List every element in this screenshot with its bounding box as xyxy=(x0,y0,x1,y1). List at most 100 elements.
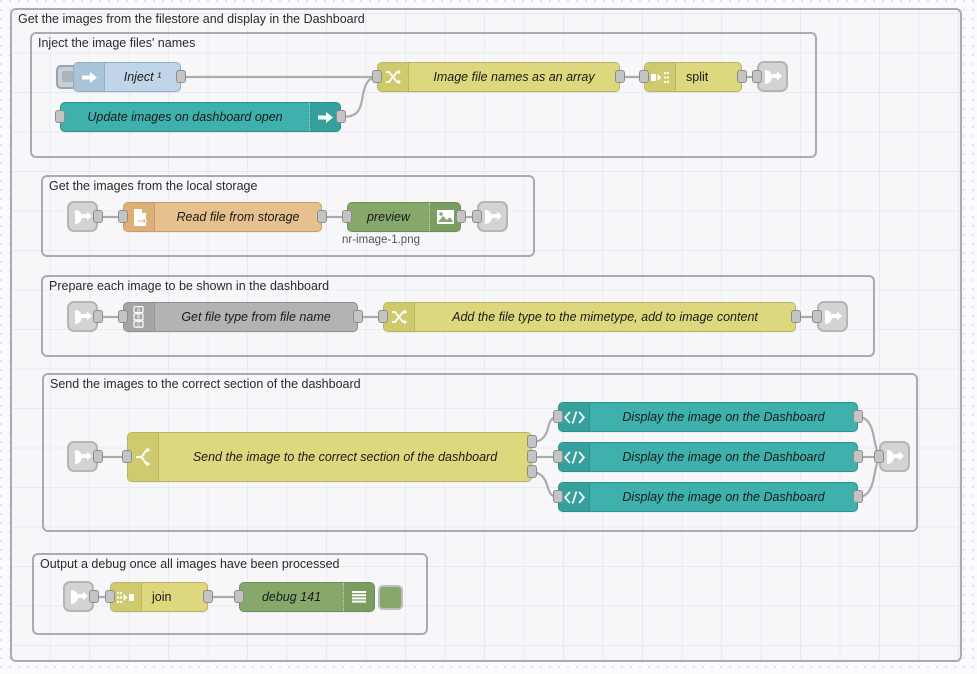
abc-icon: A B C xyxy=(124,303,155,331)
group-inject[interactable]: Inject the image files' names xyxy=(30,32,817,158)
input-port[interactable] xyxy=(122,450,132,463)
node-display-image-3[interactable]: Display the image on the Dashboard xyxy=(558,482,858,512)
split-icon xyxy=(645,63,676,91)
output-port[interactable] xyxy=(456,210,466,223)
output-port[interactable] xyxy=(853,410,863,423)
node-link-in-2[interactable] xyxy=(67,301,98,332)
link-out-icon xyxy=(886,449,904,464)
input-port[interactable] xyxy=(812,310,822,323)
output-port[interactable] xyxy=(791,310,801,323)
code-icon xyxy=(559,403,590,431)
output-port[interactable] xyxy=(93,310,103,323)
group-label: Get the images from the local storage xyxy=(49,179,258,193)
output-port[interactable] xyxy=(853,450,863,463)
output-port[interactable] xyxy=(615,70,625,83)
input-port[interactable] xyxy=(342,210,352,223)
node-label: debug 141 xyxy=(261,590,322,604)
node-preview[interactable]: preview xyxy=(347,202,461,232)
group-label: Output a debug once all images have been… xyxy=(40,557,340,571)
node-label: Display the image on the Dashboard xyxy=(622,410,825,424)
link-in-icon xyxy=(70,589,88,604)
node-link-out-4[interactable] xyxy=(879,441,910,472)
node-inject[interactable]: Inject ¹ xyxy=(73,62,181,92)
output-port[interactable] xyxy=(89,590,99,603)
link-out-icon xyxy=(764,69,782,84)
link-out-icon xyxy=(824,309,842,324)
node-image-file-names[interactable]: Image file names as an array xyxy=(377,62,620,92)
debug-toggle-button[interactable] xyxy=(378,585,403,610)
output-port[interactable] xyxy=(336,110,346,123)
node-label: Image file names as an array xyxy=(433,70,595,84)
link-in-icon xyxy=(74,209,92,224)
inject-arrow-icon xyxy=(74,63,105,91)
node-read-file[interactable]: Read file from storage xyxy=(123,202,322,232)
svg-text:C: C xyxy=(137,322,141,328)
link-in-icon xyxy=(74,309,92,324)
output-port-1[interactable] xyxy=(527,435,537,448)
input-port[interactable] xyxy=(118,310,128,323)
node-label: preview xyxy=(366,210,411,224)
node-update-images[interactable]: Update images on dashboard open xyxy=(60,102,341,132)
output-port[interactable] xyxy=(353,310,363,323)
list-icon xyxy=(343,583,374,611)
input-port[interactable] xyxy=(752,70,762,83)
node-display-image-1[interactable]: Display the image on the Dashboard xyxy=(558,402,858,432)
node-link-out-1[interactable] xyxy=(757,61,788,92)
inject-arrow-icon xyxy=(309,103,340,131)
link-in-icon xyxy=(74,449,92,464)
input-port[interactable] xyxy=(553,450,563,463)
node-label: Send the image to the correct section of… xyxy=(192,450,498,464)
node-label: Read file from storage xyxy=(176,210,300,224)
input-port[interactable] xyxy=(55,110,65,123)
node-join[interactable]: join xyxy=(110,582,208,612)
input-port[interactable] xyxy=(105,590,115,603)
node-label: join xyxy=(152,590,172,604)
node-label: Display the image on the Dashboard xyxy=(622,490,825,504)
shuffle-icon xyxy=(378,63,409,91)
file-icon xyxy=(124,203,155,231)
group-label: Send the images to the correct section o… xyxy=(50,377,361,391)
node-add-mimetype[interactable]: Add the file type to the mimetype, add t… xyxy=(383,302,796,332)
code-icon xyxy=(559,483,590,511)
input-port[interactable] xyxy=(874,450,884,463)
output-port[interactable] xyxy=(176,70,186,83)
node-display-image-2[interactable]: Display the image on the Dashboard xyxy=(558,442,858,472)
group-label: Inject the image files' names xyxy=(38,36,196,50)
node-label: Update images on dashboard open xyxy=(87,110,283,124)
image-icon xyxy=(429,203,460,231)
node-split[interactable]: split xyxy=(644,62,742,92)
output-port[interactable] xyxy=(737,70,747,83)
node-debug[interactable]: debug 141 xyxy=(239,582,375,612)
input-port[interactable] xyxy=(118,210,128,223)
node-label: split xyxy=(686,70,709,84)
node-get-file-type[interactable]: A B C Get file type from file name xyxy=(123,302,358,332)
node-link-out-2[interactable] xyxy=(477,201,508,232)
shuffle-icon xyxy=(384,303,415,331)
switch-icon xyxy=(128,433,159,481)
join-icon xyxy=(111,583,142,611)
output-port[interactable] xyxy=(203,590,213,603)
output-port[interactable] xyxy=(93,450,103,463)
node-send-to-section[interactable]: Send the image to the correct section of… xyxy=(127,432,532,482)
node-label: Display the image on the Dashboard xyxy=(622,450,825,464)
input-port[interactable] xyxy=(553,490,563,503)
svg-text:A: A xyxy=(137,307,141,313)
node-label: Inject ¹ xyxy=(123,70,162,84)
input-port[interactable] xyxy=(234,590,244,603)
output-port-2[interactable] xyxy=(527,450,537,463)
input-port[interactable] xyxy=(378,310,388,323)
input-port[interactable] xyxy=(553,410,563,423)
node-label: Add the file type to the mimetype, add t… xyxy=(452,310,758,324)
output-port-3[interactable] xyxy=(527,465,537,478)
output-port[interactable] xyxy=(853,490,863,503)
link-out-icon xyxy=(484,209,502,224)
svg-text:B: B xyxy=(137,315,141,321)
output-port[interactable] xyxy=(317,210,327,223)
input-port[interactable] xyxy=(472,210,482,223)
output-port[interactable] xyxy=(93,210,103,223)
node-label: Get file type from file name xyxy=(181,310,331,324)
code-icon xyxy=(559,443,590,471)
input-port[interactable] xyxy=(372,70,382,83)
input-port[interactable] xyxy=(639,70,649,83)
